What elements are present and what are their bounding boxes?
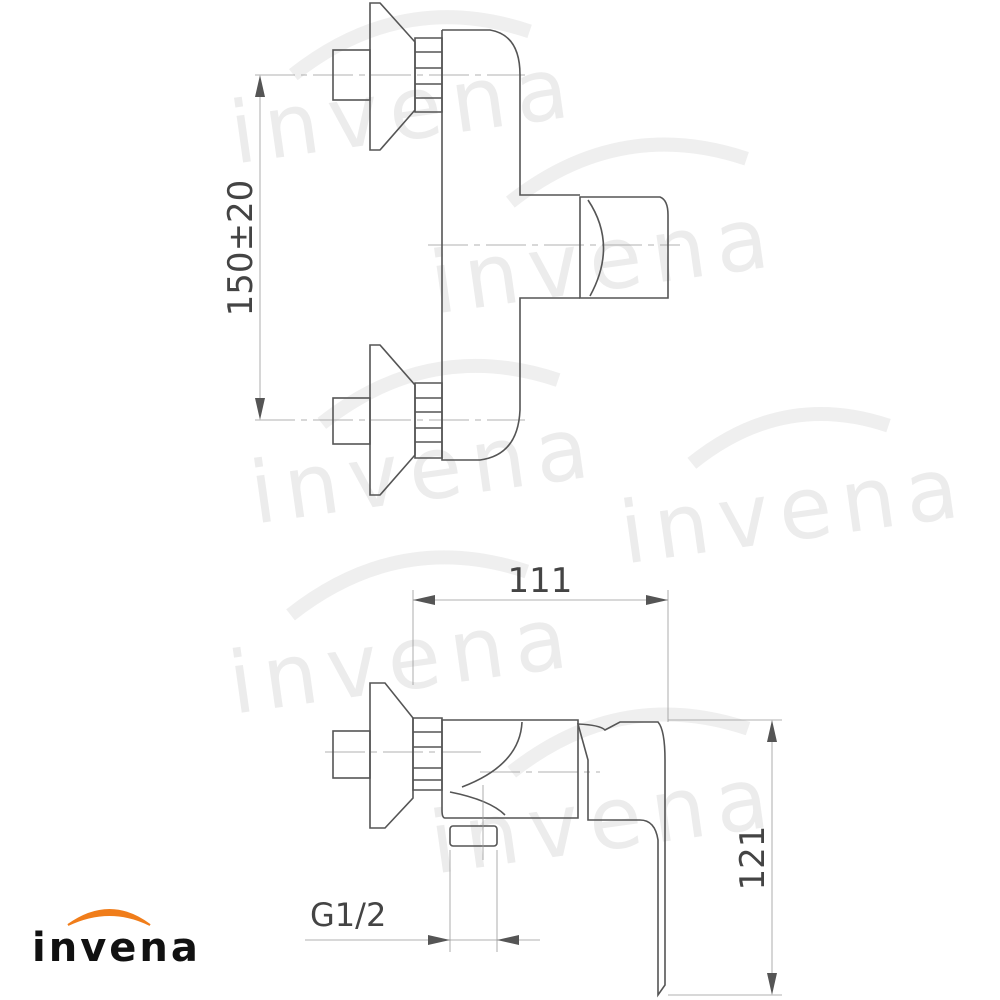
handle-side bbox=[576, 721, 666, 998]
dim-inlet-spacing: 150±20 bbox=[221, 180, 261, 317]
mixer-body bbox=[441, 29, 580, 461]
dim-height: 121 bbox=[733, 826, 773, 891]
brand-logo: invena bbox=[32, 925, 201, 971]
dim-depth: 111 bbox=[508, 561, 573, 601]
svg-text:invena: invena bbox=[244, 397, 604, 545]
side-view: 111 121 G1/2 bbox=[305, 561, 782, 998]
svg-text:invena: invena bbox=[614, 437, 974, 585]
logo-swoosh bbox=[67, 909, 151, 926]
outlet bbox=[449, 825, 498, 847]
watermarks: invena invena invena invena invena inven… bbox=[223, 10, 974, 894]
svg-text:invena: invena bbox=[224, 37, 584, 185]
front-view: 150±20 bbox=[221, 2, 680, 496]
upper-inlet bbox=[332, 2, 443, 151]
dim-thread: G1/2 bbox=[310, 896, 386, 934]
svg-text:invena: invena bbox=[424, 187, 784, 335]
mixer-body-side bbox=[441, 719, 579, 819]
svg-text:invena: invena bbox=[223, 587, 583, 735]
handle-front bbox=[579, 196, 669, 299]
